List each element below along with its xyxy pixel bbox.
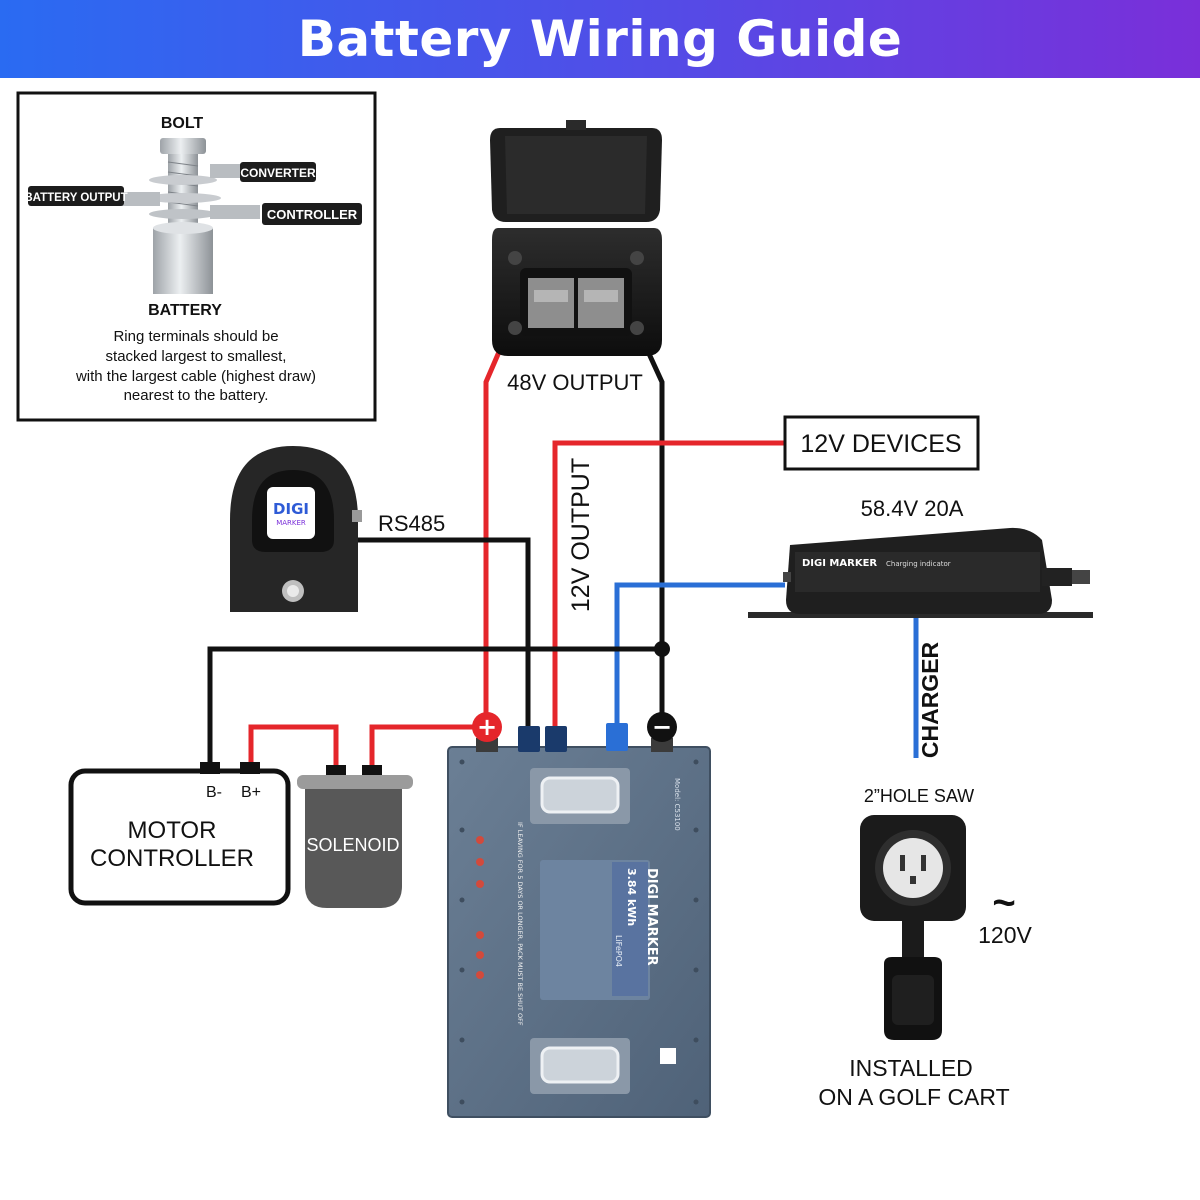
battery-model: Model: C53100 bbox=[673, 778, 681, 831]
wire-12v-positive bbox=[552, 440, 785, 740]
inset-converter-label: CONVERTER bbox=[240, 166, 316, 180]
junction-dot bbox=[654, 641, 670, 657]
negative-sign: − bbox=[652, 713, 672, 741]
solenoid-label: SOLENOID bbox=[306, 835, 399, 855]
battery-capacity: 3.84 kWh bbox=[625, 868, 638, 926]
label-installed-line-1: INSTALLED bbox=[849, 1055, 973, 1081]
label-12v-devices: 12V DEVICES bbox=[800, 430, 961, 458]
battery-monitor-display: DIGI MARKER bbox=[230, 446, 362, 612]
inset-note-line-2: stacked largest to smallest, bbox=[106, 348, 287, 365]
inset-bolt-label: BOLT bbox=[161, 115, 204, 132]
label-installed-line-2: ON A GOLF CART bbox=[818, 1084, 1009, 1110]
charge-port-inlet bbox=[860, 815, 966, 1040]
battery-brand: DIGI MARKER bbox=[644, 868, 659, 966]
wire-48v-negative bbox=[642, 343, 665, 740]
bolt-stack-illustration bbox=[110, 138, 260, 294]
positive-sign: + bbox=[477, 713, 497, 741]
ac-symbol: ~ bbox=[992, 881, 1015, 925]
wire-48v-positive bbox=[483, 344, 505, 740]
label-rs485: RS485 bbox=[378, 511, 445, 536]
terminal-b-plus-label: B+ bbox=[241, 784, 261, 801]
inset-note-line-4: nearest to the battery. bbox=[124, 387, 269, 404]
battery-charger: DIGI MARKER Charging indicator bbox=[748, 527, 1093, 618]
label-12v-output: 12V OUTPUT bbox=[567, 458, 595, 612]
negative-terminal-marker bbox=[647, 712, 677, 742]
label-48v-output: 48V OUTPUT bbox=[507, 370, 643, 395]
monitor-brand-line-1: DIGI bbox=[273, 500, 309, 518]
battery-chemistry: LiFePO4 bbox=[614, 935, 623, 967]
motor-controller: B- B+ MOTOR CONTROLLER bbox=[68, 762, 291, 906]
motor-controller-line-1: MOTOR bbox=[128, 817, 217, 844]
motor-controller-line-2: CONTROLLER bbox=[90, 845, 254, 872]
label-120v: 120V bbox=[978, 922, 1032, 948]
inset-battery-output-label: BATTERY OUTPUT bbox=[24, 192, 127, 204]
title-banner: Battery Wiring Guide bbox=[0, 0, 1200, 78]
label-charger: CHARGER bbox=[917, 641, 943, 758]
wire-b-negative bbox=[207, 646, 662, 770]
inset-note-line-1: Ring terminals should be bbox=[113, 328, 278, 345]
charger-indicator-text: Charging indicator bbox=[886, 560, 951, 568]
lithium-battery-pack: DIGI MARKER 3.84 kWh LiFePO4 Model: C531… bbox=[447, 723, 711, 1118]
label-charger-rating: 58.4V 20A bbox=[861, 496, 964, 521]
label-hole-saw: 2”HOLE SAW bbox=[864, 786, 974, 806]
terminal-b-minus-label: B- bbox=[206, 784, 222, 801]
inset-battery-label: BATTERY bbox=[148, 302, 222, 319]
wire-solenoid-positive bbox=[369, 724, 486, 770]
battery-warning: IF LEAVING FOR 5 DAYS OR LONGER, PACK MU… bbox=[516, 822, 524, 1026]
inset-controller-label: CONTROLLER bbox=[267, 207, 358, 222]
wires bbox=[207, 343, 919, 770]
inset-note-line-3: with the largest cable (highest draw) bbox=[75, 368, 316, 385]
ring-terminal-inset: BOLT CONVERTER BATTERY OUTPUT CONTROLLER bbox=[16, 91, 377, 422]
anderson-connector-48v bbox=[490, 120, 662, 356]
positive-terminal-marker bbox=[472, 712, 502, 742]
monitor-brand-line-2: MARKER bbox=[276, 519, 306, 527]
wire-b-plus bbox=[248, 724, 339, 770]
wire-charger-dc bbox=[614, 582, 785, 740]
charger-brand: DIGI MARKER bbox=[802, 558, 877, 569]
solenoid: SOLENOID bbox=[297, 765, 413, 908]
box-12v-devices bbox=[783, 415, 980, 471]
page-title: Battery Wiring Guide bbox=[297, 10, 903, 68]
wire-rs485 bbox=[358, 537, 531, 740]
